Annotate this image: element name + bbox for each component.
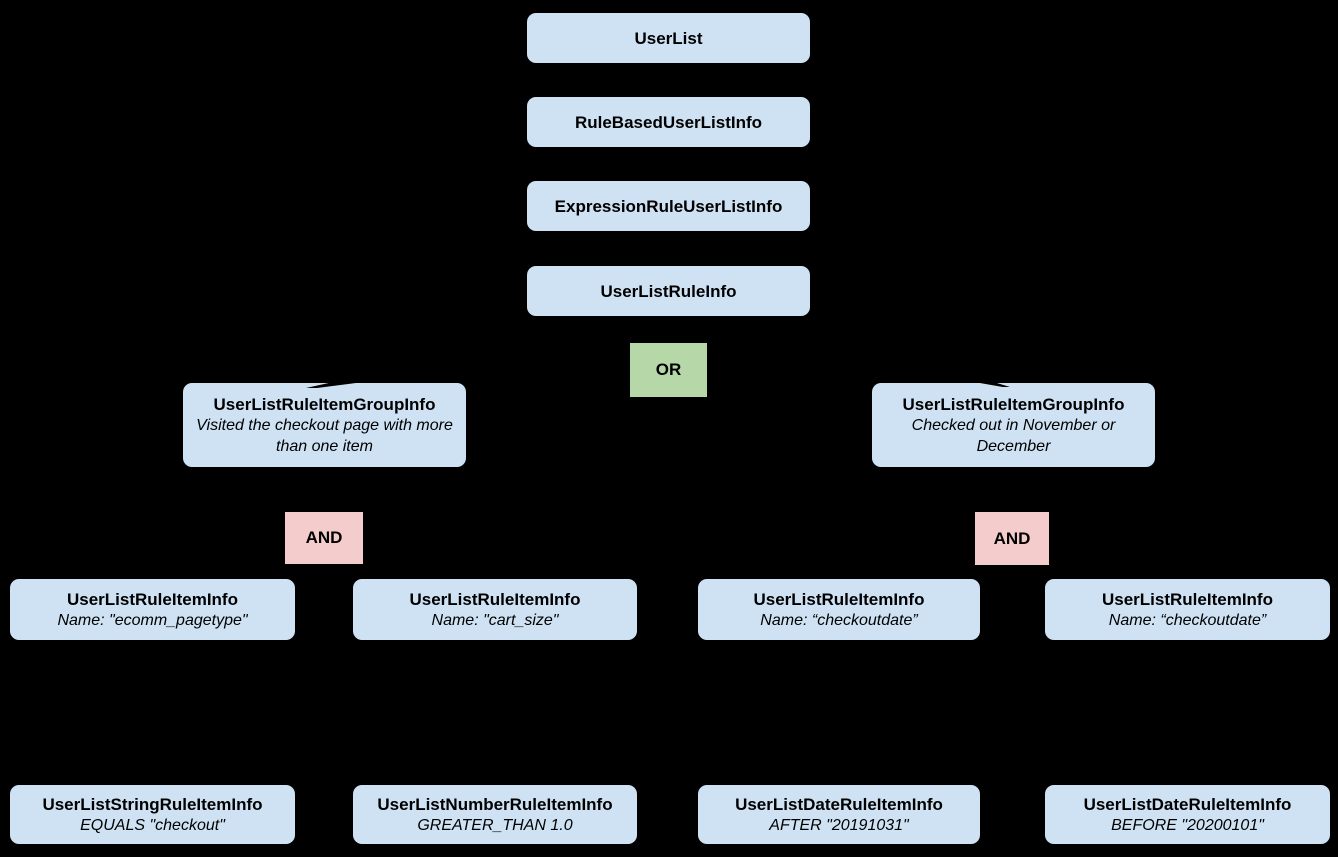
node-description: Visited the checkout page with more than… [196,416,453,455]
node-title: UserListRuleInfo [600,281,737,301]
node-user-list: UserList [527,13,810,63]
node-detail: AFTER "20191031" [769,816,909,834]
and-operator-left: AND [285,512,363,564]
node-detail: GREATER_THAN 1.0 [417,816,573,834]
group-node-left: UserListRuleItemGroupInfo Visited the ch… [183,383,466,467]
node-title: UserListRuleItemInfo [753,589,925,609]
node-detail: Name: “checkoutdate” [1108,611,1267,629]
leaf-node: UserListNumberRuleItemInfo GREATER_THAN … [353,785,637,844]
leaf-node: UserListDateRuleItemInfo AFTER "20191031… [698,785,980,844]
or-operator: OR [630,343,707,397]
node-title: UserListRuleItemGroupInfo [213,394,436,414]
node-title: ExpressionRuleUserListInfo [554,196,783,216]
and-operator-right: AND [975,512,1049,565]
node-detail: Name: "cart_size" [431,611,559,629]
node-detail: EQUALS "checkout" [80,816,225,834]
rule-item-node: UserListRuleItemInfo Name: "cart_size" [353,579,637,640]
node-title: UserListNumberRuleItemInfo [377,794,613,814]
group-node-right: UserListRuleItemGroupInfo Checked out in… [872,383,1155,467]
node-rule-based-user-list-info: RuleBasedUserListInfo [527,97,810,147]
node-title: UserListDateRuleItemInfo [1083,794,1292,814]
node-detail: BEFORE "20200101" [1111,816,1264,834]
node-expression-rule-user-list-info: ExpressionRuleUserListInfo [527,181,810,231]
rule-item-node: UserListRuleItemInfo Name: “checkoutdate… [698,579,980,640]
node-title: UserList [634,28,703,48]
node-title: UserListStringRuleItemInfo [42,794,263,814]
node-detail: Name: "ecomm_pagetype" [57,611,248,629]
rule-item-node: UserListRuleItemInfo Name: "ecomm_pagety… [10,579,295,640]
node-title: UserListDateRuleItemInfo [735,794,943,814]
arrowhead-icon [977,377,1010,387]
node-description: Checked out in November or December [911,416,1116,455]
node-title: UserListRuleItemInfo [1102,589,1273,609]
leaf-node: UserListDateRuleItemInfo BEFORE "2020010… [1045,785,1330,844]
node-title: UserListRuleItemGroupInfo [902,394,1125,414]
leaf-node: UserListStringRuleItemInfo EQUALS "check… [10,785,295,844]
node-title: UserListRuleItemInfo [409,589,581,609]
node-title: RuleBasedUserListInfo [574,112,763,132]
node-user-list-rule-info: UserListRuleInfo [527,266,810,316]
node-detail: Name: “checkoutdate” [760,611,918,629]
node-title: UserListRuleItemInfo [67,589,238,609]
arrowhead-icon [306,377,356,388]
rule-item-node: UserListRuleItemInfo Name: “checkoutdate… [1045,579,1330,640]
